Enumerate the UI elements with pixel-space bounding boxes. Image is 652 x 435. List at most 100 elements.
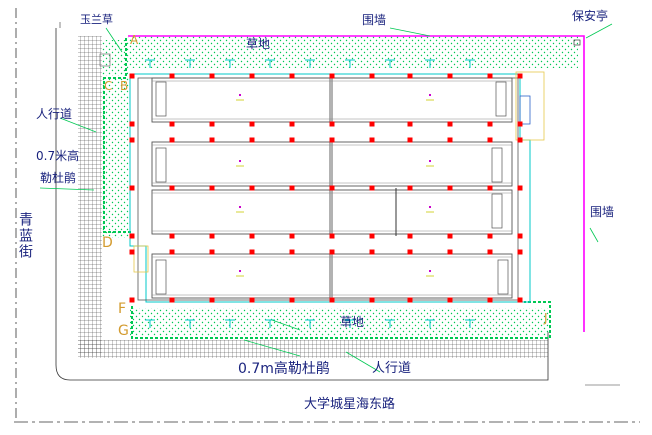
column-marker [369, 73, 375, 79]
column-marker [407, 233, 413, 239]
tree-marker [99, 53, 111, 67]
cyan-tick [225, 59, 235, 68]
pointer-lines [39, 23, 613, 373]
cyan-tick [385, 319, 395, 328]
cyan-tick [465, 59, 475, 68]
column-marker [129, 233, 135, 239]
corner-mark-g: G [118, 323, 129, 339]
column-marker [169, 297, 175, 303]
bay-dot [239, 270, 241, 272]
corner-mark-d: D [102, 235, 113, 251]
column-marker [407, 137, 413, 143]
building-inner [137, 77, 519, 301]
bay-dot [429, 160, 431, 162]
cyan-ticks [145, 59, 475, 328]
column-marker [369, 297, 375, 303]
label-sidewalk-bottom: 人行道 [372, 361, 412, 376]
cyan-tick [385, 59, 395, 68]
right-equipment-box [515, 71, 545, 141]
column-marker [169, 73, 175, 79]
column-marker [169, 137, 175, 143]
column-marker [209, 137, 215, 143]
column-marker [289, 249, 295, 255]
column-marker [289, 297, 295, 303]
bay-dot [429, 270, 431, 272]
column-marker [517, 73, 523, 79]
column-marker [407, 249, 413, 255]
column-marker [447, 297, 453, 303]
label-yulancao: 玉兰草 [80, 13, 113, 26]
column-marker [209, 297, 215, 303]
label-street-left: 青蓝街 [17, 212, 33, 260]
column-marker [407, 73, 413, 79]
columns [129, 73, 523, 303]
hedge-bottom [131, 301, 551, 339]
column-marker [487, 121, 493, 127]
column-marker [249, 121, 255, 127]
corner-mark-f: F [118, 301, 127, 317]
column-marker [209, 121, 215, 127]
column-marker [249, 249, 255, 255]
column-marker [249, 297, 255, 303]
cyan-tick [305, 59, 315, 68]
bay-dot [239, 206, 241, 208]
column-marker [209, 233, 215, 239]
column-marker [249, 73, 255, 79]
column-marker [329, 249, 335, 255]
column-marker [329, 297, 335, 303]
column-marker [129, 249, 135, 255]
column-marker [129, 297, 135, 303]
column-marker [129, 185, 135, 191]
bay-inner-lines [152, 80, 512, 296]
cyan-tick [265, 319, 275, 328]
column-marker [209, 73, 215, 79]
cyan-tick [145, 59, 155, 68]
column-marker [369, 137, 375, 143]
column-marker [289, 233, 295, 239]
column-marker [517, 137, 523, 143]
cyan-tick [265, 59, 275, 68]
label-wall-right: 围墙 [590, 205, 615, 219]
column-marker [209, 185, 215, 191]
column-marker [447, 121, 453, 127]
column-marker [249, 233, 255, 239]
column-marker [169, 121, 175, 127]
label-hedge-name-left: 勒杜鹃 [40, 171, 77, 185]
cyan-tick [425, 319, 435, 328]
corner-grass-small [102, 40, 128, 76]
column-marker [407, 185, 413, 191]
column-marker [129, 73, 135, 79]
cyan-tick [185, 59, 195, 68]
column-marker [329, 185, 335, 191]
building-bays [151, 77, 513, 299]
column-marker [329, 233, 335, 239]
column-marker [369, 233, 375, 239]
column-marker [289, 121, 295, 127]
column-marker [517, 297, 523, 303]
label-grass-top: 草地 [246, 37, 271, 51]
column-marker [487, 185, 493, 191]
bay-dot [429, 206, 431, 208]
label-hedge-bottom: 0.7m高勒杜鹃 [238, 361, 330, 377]
column-marker [517, 233, 523, 239]
bay-dot [429, 94, 431, 96]
right-equipment-inner [519, 95, 531, 125]
cyan-tick [305, 319, 315, 328]
column-marker [169, 185, 175, 191]
column-marker [169, 249, 175, 255]
column-marker [407, 297, 413, 303]
column-marker [487, 137, 493, 143]
column-marker [447, 185, 453, 191]
label-security-booth: 保安亭 [572, 9, 609, 23]
label-grass-bottom: 草地 [340, 315, 365, 329]
perimeter-wall [128, 35, 585, 332]
hedge-left [103, 38, 132, 233]
label-hedge-height-left: 0.7米高 [36, 149, 80, 163]
bay-end-tanks [155, 81, 509, 295]
column-marker [329, 73, 335, 79]
column-marker [369, 185, 375, 191]
cyan-tick [185, 319, 195, 328]
column-marker [487, 233, 493, 239]
column-marker [407, 121, 413, 127]
